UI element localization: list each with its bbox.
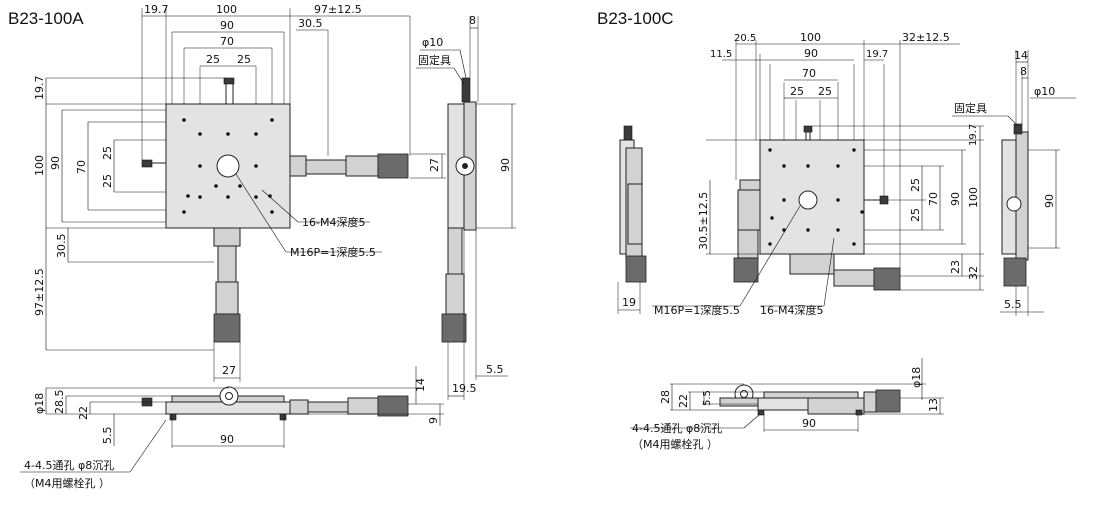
dim-70-top-c: 70 <box>802 67 816 80</box>
dim-25a-right-c: 25 <box>909 178 922 192</box>
dim-phi10-side: φ10 <box>422 36 443 49</box>
label-fixture-a: 固定具 <box>418 53 451 67</box>
callout-16-m4: 16-M4深度5 <box>302 215 365 229</box>
front-view-a <box>141 386 409 421</box>
drawing-b23-100a: B23-100A <box>8 3 516 490</box>
dim-25a-top-c: 25 <box>790 85 804 98</box>
dim-90-left: 90 <box>49 156 62 170</box>
dim-phi18-bottom-c: φ18 <box>910 367 923 388</box>
side-view-c-right <box>1001 123 1029 287</box>
label-fixture-c: 固定具 <box>954 101 987 115</box>
left-dimensions: 19.7 100 90 70 25 25 30.5 97±12.5 <box>33 76 226 351</box>
micrometer-y <box>213 227 241 343</box>
dim-97-left: 97±12.5 <box>33 268 46 316</box>
dim-14-side-c: 14 <box>1014 49 1028 62</box>
callout-16-m4-c: 16-M4深度5 <box>760 303 823 317</box>
dim-25a-left: 25 <box>101 146 114 160</box>
dim-19-7-top: 19.7 <box>144 3 169 16</box>
callout-m16: M16P=1深度5.5 <box>290 245 376 259</box>
clamp-head <box>223 77 235 85</box>
dim-25b-right-c: 25 <box>909 208 922 222</box>
callout-m16-c: M16P=1深度5.5 <box>654 303 740 317</box>
dim-30-5-top: 30.5 <box>298 17 323 30</box>
dim-phi10-side-c: φ10 <box>1034 85 1055 98</box>
front-view-c <box>719 384 901 416</box>
dim-27-bottom: 27 <box>222 364 236 377</box>
dim-70-right-c: 70 <box>927 192 940 206</box>
dim-19-left-c: 19 <box>622 296 636 309</box>
dim-19-7-left: 19.7 <box>33 76 46 101</box>
micrometer-x <box>289 153 409 179</box>
dim-32-right-c: 32 <box>967 266 980 280</box>
dim-25a-top: 25 <box>206 53 220 66</box>
dim-90-side-c: 90 <box>1043 194 1056 208</box>
dim-100-right-c: 100 <box>967 187 980 208</box>
dim-20-5-top-c: 20.5 <box>734 33 756 44</box>
lock-knob <box>141 159 153 168</box>
center-hole-c <box>798 190 818 210</box>
dim-90-right-c: 90 <box>949 192 962 206</box>
dim-27-right: 27 <box>428 158 441 172</box>
dim-100-top: 100 <box>216 3 237 16</box>
dim-19-5-side: 19.5 <box>452 382 477 395</box>
callout-through-hole-c: 4-4.5通孔 φ8沉孔 <box>632 422 722 435</box>
callout-bolt-hole-a: （M4用螺栓孔 ） <box>24 476 110 490</box>
drawing-b23-100c: B23-100C <box>597 9 1076 451</box>
title-b23-100c: B23-100C <box>597 9 674 28</box>
dim-25b-top-c: 25 <box>818 85 832 98</box>
dim-14-bottom: 22 <box>77 406 90 420</box>
dim-97-top: 97±12.5 <box>314 3 362 16</box>
dim-90-top-c: 90 <box>804 47 818 60</box>
right-dimensions-c: 19.7 25 25 70 90 100 23 32 <box>812 124 984 291</box>
dim-8-side: 8 <box>469 14 476 27</box>
title-b23-100a: B23-100A <box>8 9 84 28</box>
dim-13-bottom-c: 13 <box>927 398 940 412</box>
dim-11-5-top-c: 11.5 <box>710 49 732 60</box>
dim-90-side: 90 <box>499 158 512 172</box>
dim-90-bottom-c: 90 <box>802 417 816 430</box>
top-dimensions: 19.7 100 90 70 25 25 30.5 97±12.5 <box>141 3 411 160</box>
dim-70-top: 70 <box>220 35 234 48</box>
dim-phi18-bottom: 14 <box>414 378 427 392</box>
dim-100-top-c: 100 <box>800 31 821 44</box>
side-view-a <box>441 77 477 343</box>
dim-32-top-c: 32±12.5 <box>902 31 950 44</box>
dim-22-bottom: 28.5 <box>53 390 66 415</box>
dim-25b-top: 25 <box>237 53 251 66</box>
dim-30-5-left-c: 30.5±12.5 <box>697 192 710 250</box>
dim-19-7-right-c: 19.7 <box>968 124 979 146</box>
micrometer-c-x <box>789 253 901 291</box>
callout-bolt-hole-c: （M4用螺栓孔 ） <box>632 437 718 451</box>
dim-5-5-side-c: 5.5 <box>1004 298 1022 311</box>
dim-22-bottom-c: 22 <box>677 394 690 408</box>
m4-holes-c <box>768 148 864 246</box>
lock-knob-c <box>879 195 889 205</box>
callout-through-hole-a: 4-4.5通孔 φ8沉孔 <box>24 459 114 472</box>
dim-100-left: 100 <box>33 155 46 176</box>
dim-28-5-bottom: φ18 <box>33 393 46 414</box>
m4-holes <box>182 118 274 214</box>
dim-9-bottom: 9 <box>427 417 440 424</box>
top-dimensions-c: 20.5 100 32±12.5 11.5 90 19.7 70 25 25 <box>710 31 960 268</box>
micrometer-c-y <box>733 179 761 283</box>
dim-5-5-side: 5.5 <box>486 363 504 376</box>
dim-19-7-top-c: 19.7 <box>866 49 888 60</box>
dim-5-5-bottom-c: 5.5 <box>702 390 713 406</box>
dim-90-bottom: 90 <box>220 433 234 446</box>
dim-28-bottom-c: 28 <box>659 390 672 404</box>
center-hole <box>216 154 240 178</box>
dim-70-left: 70 <box>75 160 88 174</box>
dim-30-5-left: 30.5 <box>55 234 68 259</box>
dim-23-right-c: 23 <box>949 260 962 274</box>
dim-25b-left: 25 <box>101 174 114 188</box>
dim-5-5-bottom: 5.5 <box>101 427 114 445</box>
clamp-head-c <box>803 125 813 133</box>
side-view-c-left <box>619 125 647 283</box>
dim-8-side-c: 8 <box>1020 65 1027 78</box>
dim-90-top: 90 <box>220 19 234 32</box>
